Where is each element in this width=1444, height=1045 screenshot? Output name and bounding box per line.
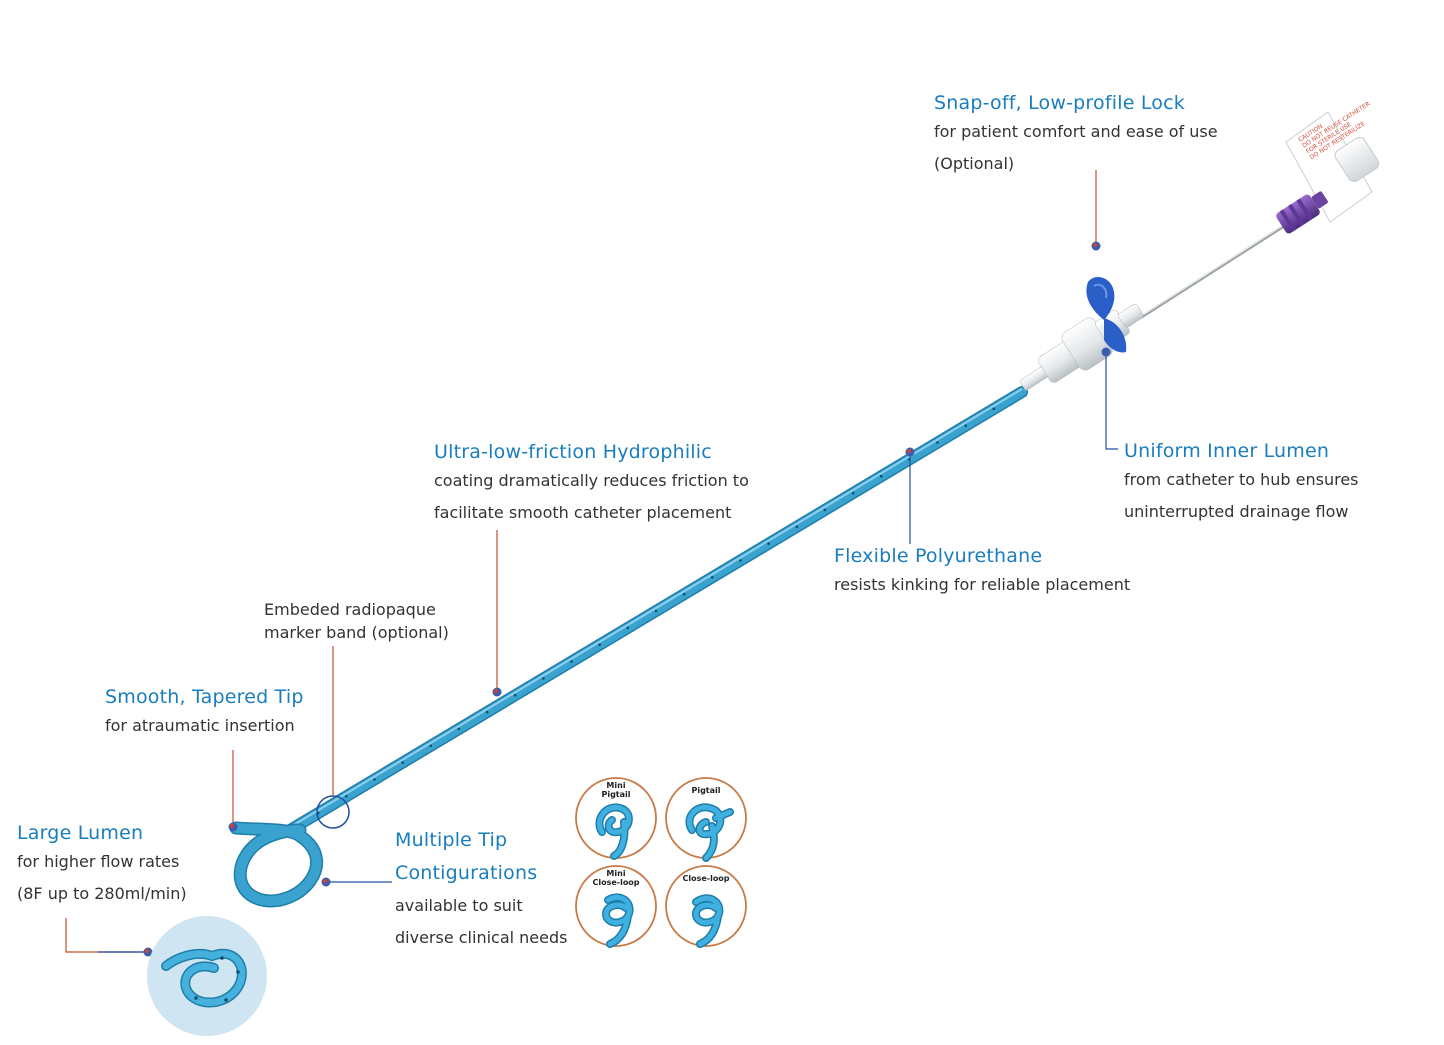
clear-end-cap bbox=[1334, 136, 1380, 183]
feature-desc-line: available to suit bbox=[395, 896, 523, 915]
feature-hydrophilic-coating: Ultra-low-friction Hydrophilic coating d… bbox=[434, 439, 749, 529]
depth-mark bbox=[711, 576, 714, 579]
depth-mark bbox=[513, 693, 517, 697]
tip-option-label: Close-loop bbox=[682, 874, 729, 883]
feature-title: Snap-off, Low-profile Lock bbox=[934, 92, 1185, 114]
feature-desc-line: uninterrupted drainage flow bbox=[1124, 502, 1349, 521]
depth-mark bbox=[767, 542, 770, 545]
large-lumen-cross-section bbox=[147, 916, 267, 1036]
feature-multiple-tip: Multiple Tip Contigurations available to… bbox=[395, 824, 567, 954]
feature-desc-line: facilitate smooth catheter placement bbox=[434, 503, 732, 522]
feature-title: Uniform Inner Lumen bbox=[1124, 440, 1330, 462]
feature-desc-line: for patient comfort and ease of use bbox=[934, 122, 1218, 141]
feature-desc-line: from catheter to hub ensures bbox=[1124, 470, 1359, 489]
feature-desc-line: (Optional) bbox=[934, 154, 1015, 173]
tip-shape bbox=[596, 804, 632, 859]
feature-title: Flexible Polyurethane bbox=[834, 545, 1043, 567]
depth-mark bbox=[373, 778, 376, 781]
tip-shape bbox=[693, 895, 722, 947]
leader-lines bbox=[65, 170, 1118, 957]
feature-desc-line: diverse clinical needs bbox=[395, 928, 568, 947]
depth-mark bbox=[626, 626, 630, 630]
feature-title-line: Multiple Tip bbox=[395, 829, 508, 851]
depth-mark bbox=[542, 677, 545, 680]
feature-desc-line: coating dramatically reduces friction to bbox=[434, 471, 749, 490]
feature-desc-line: for atraumatic insertion bbox=[105, 716, 295, 735]
stylet-needle bbox=[1139, 224, 1285, 320]
depth-marks bbox=[316, 407, 996, 815]
feature-title-line: Contigurations bbox=[395, 862, 538, 884]
depth-mark bbox=[739, 559, 742, 562]
depth-mark bbox=[964, 424, 967, 428]
feature-desc-line: for higher flow rates bbox=[17, 852, 180, 871]
feature-title: Ultra-low-friction Hydrophilic bbox=[434, 441, 712, 463]
feature-marker-band: Embeded radiopaque marker band (optional… bbox=[264, 598, 449, 644]
depth-mark bbox=[429, 744, 433, 748]
catheter-hub bbox=[1019, 303, 1144, 391]
depth-mark bbox=[401, 761, 404, 764]
feature-title: Large Lumen bbox=[17, 822, 144, 844]
feature-desc-line: resists kinking for reliable placement bbox=[834, 575, 1131, 594]
depth-mark bbox=[936, 441, 939, 444]
depth-mark bbox=[485, 710, 489, 714]
depth-mark bbox=[992, 407, 996, 411]
feature-desc-line: Embeded radiopaque bbox=[264, 600, 436, 619]
tip-option-label: Pigtail bbox=[691, 786, 720, 795]
pigtail-loop bbox=[229, 821, 324, 908]
purple-luer-cap bbox=[1276, 191, 1328, 234]
depth-mark bbox=[457, 727, 461, 731]
feature-desc-line: (8F up to 280ml/min) bbox=[17, 884, 187, 903]
feature-desc-line: marker band (optional) bbox=[264, 623, 449, 642]
depth-mark bbox=[851, 491, 855, 495]
feature-uniform-inner-lumen: Uniform Inner Lumen from catheter to hub… bbox=[1124, 438, 1359, 528]
depth-mark bbox=[570, 660, 573, 663]
tip-shape bbox=[686, 804, 733, 861]
depth-mark bbox=[682, 592, 686, 596]
stylet-needle-highlight bbox=[1139, 224, 1285, 318]
depth-mark bbox=[598, 643, 601, 646]
feature-large-lumen: Large Lumen for higher flow rates (8F up… bbox=[17, 820, 187, 910]
depth-mark bbox=[654, 609, 658, 613]
depth-mark bbox=[795, 525, 799, 529]
tip-option: Close-loop bbox=[665, 865, 747, 948]
depth-mark bbox=[879, 474, 883, 478]
feature-tapered-tip: Smooth, Tapered Tip for atraumatic inser… bbox=[105, 684, 304, 742]
depth-mark bbox=[345, 795, 348, 798]
tip-shape bbox=[603, 894, 632, 947]
feature-title: Smooth, Tapered Tip bbox=[105, 686, 304, 708]
snap-off-lock bbox=[1086, 277, 1127, 353]
feature-snap-off-lock: Snap-off, Low-profile Lock for patient c… bbox=[934, 90, 1218, 180]
feature-flexible-polyurethane: Flexible Polyurethane resists kinking fo… bbox=[834, 543, 1130, 601]
depth-mark bbox=[823, 508, 827, 512]
tip-option: Pigtail bbox=[665, 777, 747, 862]
